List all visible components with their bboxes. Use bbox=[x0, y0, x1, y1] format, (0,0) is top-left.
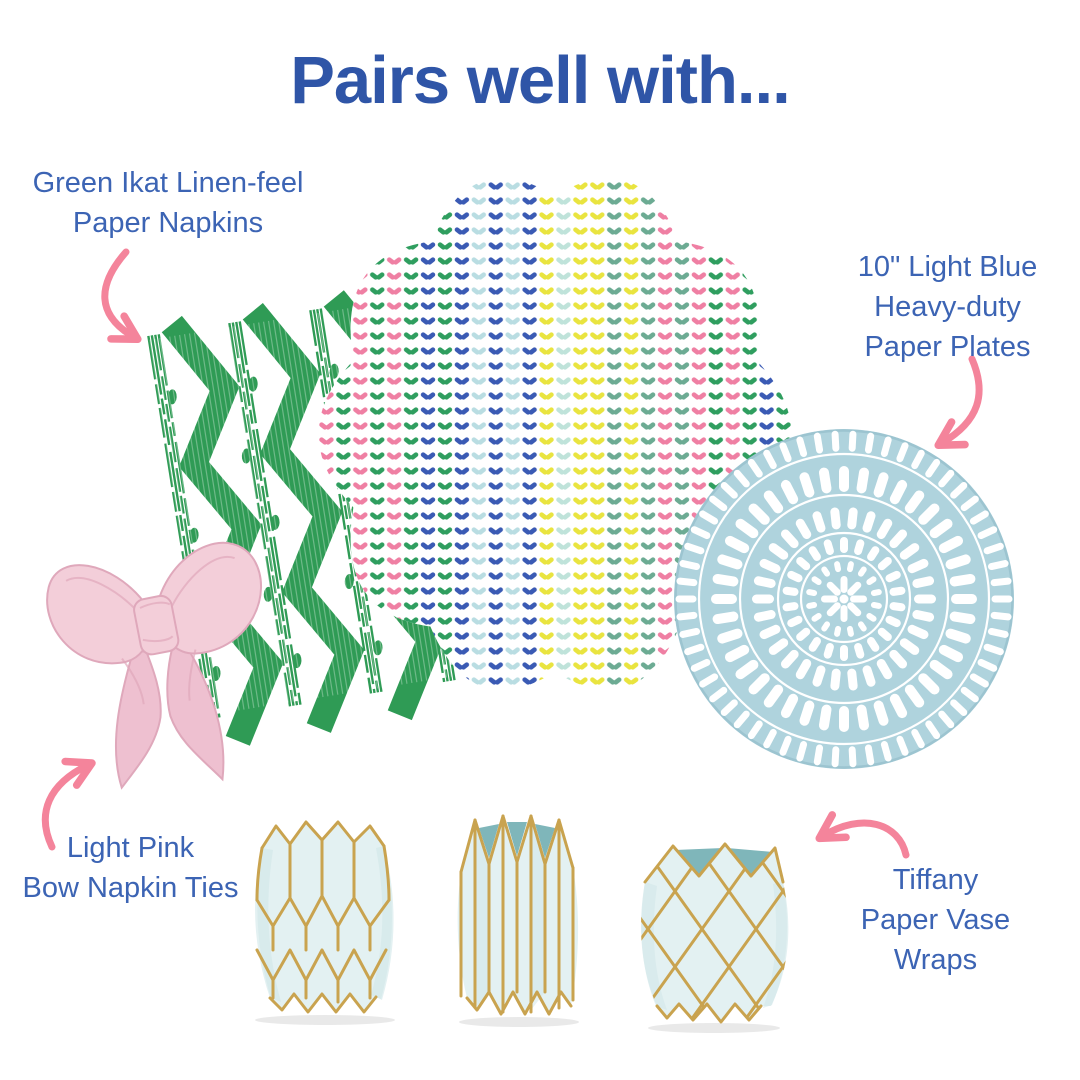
vase2-gold-verticals bbox=[459, 814, 575, 1014]
vase3-interior bbox=[727, 848, 773, 874]
vase3-shading bbox=[763, 882, 788, 1008]
bow-fold-line bbox=[65, 577, 140, 613]
bow-fold-line bbox=[171, 555, 235, 607]
label-line: Wraps bbox=[893, 944, 978, 976]
pink-velvet-bow-image bbox=[46, 542, 263, 790]
vase3-interior bbox=[675, 848, 723, 874]
label-line: Paper Vase bbox=[860, 904, 1011, 936]
bow-knot-line bbox=[142, 635, 174, 643]
bow-left-loop bbox=[46, 564, 151, 665]
page-title: Pairs well with... bbox=[290, 43, 791, 118]
vase2-interior bbox=[535, 824, 555, 858]
vase1-gold-bottom bbox=[268, 992, 378, 1014]
vase3-shading bbox=[641, 882, 667, 1010]
label-tiffany-vase-wraps: Tiffany Paper Vase Wraps bbox=[843, 860, 1028, 980]
bow-right-loop bbox=[158, 542, 263, 655]
vase1-shading bbox=[371, 846, 392, 999]
vase3-gold-bottom bbox=[655, 1002, 763, 1024]
label-line: Heavy-duty bbox=[874, 291, 1021, 323]
vase2-shading bbox=[475, 826, 489, 1006]
label-line: 10" Light Blue bbox=[857, 251, 1038, 283]
label-line: Paper Napkins bbox=[72, 207, 264, 239]
bow-fold-line bbox=[188, 649, 197, 701]
bow-fold-line bbox=[121, 657, 145, 705]
light-blue-paper-plate-image bbox=[674, 429, 1014, 769]
vase-wrap-pleated-image bbox=[255, 820, 395, 1025]
vase-wrap-zigzag-image bbox=[457, 814, 579, 1027]
vase-shadow bbox=[459, 1017, 579, 1027]
bow-left-tail bbox=[114, 650, 162, 790]
vase2-interior bbox=[507, 822, 527, 856]
vase2-gold-bottom bbox=[465, 990, 573, 1016]
label-line: Paper Plates bbox=[864, 331, 1031, 363]
vase-shadow bbox=[648, 1023, 780, 1033]
label-line: Light Pink bbox=[66, 832, 195, 864]
vase2-shading bbox=[531, 820, 545, 1010]
bow-knot-line bbox=[139, 601, 171, 609]
vase1-gold-verticals bbox=[255, 838, 391, 902]
vase1-gold-facets bbox=[255, 948, 388, 982]
arrow-to-vases-icon bbox=[815, 811, 910, 859]
vase-wrap-diamond-image bbox=[641, 842, 789, 1033]
arrow-to-napkins-icon bbox=[101, 248, 142, 343]
vase2-interior bbox=[479, 824, 499, 858]
label-line: Green Ikat Linen-feel bbox=[32, 167, 304, 199]
label-green-ikat-napkins: Green Ikat Linen-feel Paper Napkins bbox=[12, 163, 324, 243]
bow-shape bbox=[46, 542, 263, 790]
vase1-gold-facets bbox=[255, 894, 391, 928]
vase3-gold-top bbox=[643, 842, 785, 884]
label-pink-bow-ties: Light Pink Bow Napkin Ties bbox=[8, 828, 253, 908]
label-line: Tiffany bbox=[892, 864, 979, 896]
bow-right-tail bbox=[166, 641, 225, 782]
vase-shadow bbox=[255, 1015, 395, 1025]
label-line: Bow Napkin Ties bbox=[22, 872, 239, 904]
vase1-gold-facets bbox=[271, 924, 372, 952]
vase1-gold-facets bbox=[271, 978, 372, 1004]
label-light-blue-plates: 10" Light Blue Heavy-duty Paper Plates bbox=[835, 247, 1060, 367]
